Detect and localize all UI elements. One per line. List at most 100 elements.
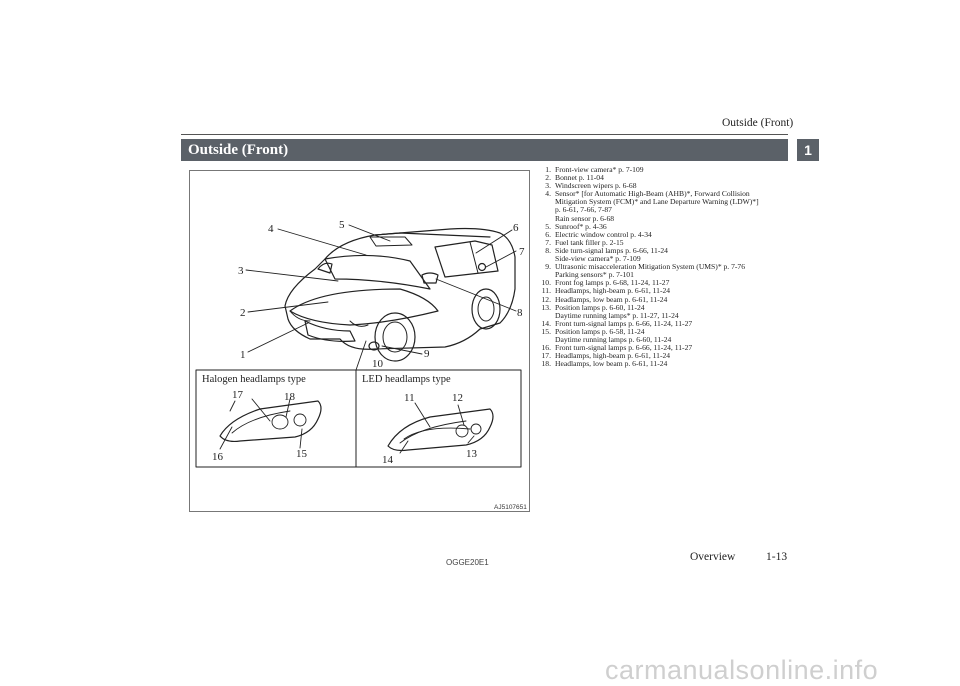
legend-item-line: p. 6-61, 7-66, 7-87	[555, 205, 612, 215]
legend-item: 11. Headlamps, high-beam p. 6-61, 11-24	[535, 287, 795, 295]
legend-item-line: Front-view camera* p. 7-109	[555, 165, 644, 174]
header-rule	[181, 134, 788, 135]
legend-item-number: 14.	[541, 318, 552, 328]
document-code: OGGE20E1	[446, 558, 489, 567]
footer-section: Overview	[690, 551, 736, 563]
legend-item-text: Front-view camera* p. 7-109	[555, 165, 795, 174]
legend-item-text: Bonnet p. 11-04	[555, 173, 795, 183]
legend-item: 16.Front turn-signal lamps p. 6-66, 11-2…	[535, 343, 795, 353]
rear-wheel	[471, 288, 501, 330]
legend-item-line: Daytime running lamps* p. 11-27, 11-24	[555, 310, 679, 320]
leader-line-3	[245, 269, 339, 282]
chapter-tab: 1	[797, 139, 819, 161]
inset-frame	[195, 369, 522, 468]
callout-9: 9	[424, 348, 430, 360]
vehicle-illustration: 1 2 3 4 5 6 7 8 9 10 11 12 13 14 15 16 1…	[189, 170, 530, 512]
legend-item-text: Front fog lamps p. 6-68, 11-24, 11-27	[555, 279, 795, 287]
legend-item-number: 1.	[545, 165, 551, 174]
callout-1: 1	[240, 349, 246, 361]
legend-item-number: 6.	[545, 229, 551, 239]
legend-item-text: Headlamps, high-beam p. 6-61, 11-24	[555, 352, 795, 360]
legend-item-line: Side turn-signal lamps p. 6-66, 11-24	[555, 245, 668, 255]
legend-item-number: 9.	[545, 262, 551, 272]
legend-item-line: Position lamps p. 6-60, 11-24	[555, 302, 645, 312]
sunroof	[369, 236, 413, 247]
legend-item: 3.Windscreen wipers p. 6-68	[535, 182, 795, 190]
side-windows	[434, 240, 499, 278]
legend-item: 18.Headlamps, low beam p. 6-61, 11-24	[535, 360, 795, 368]
fuel-filler	[477, 262, 487, 272]
legend-item-number: 15.	[541, 326, 552, 336]
callout-2: 2	[240, 307, 246, 319]
legend-item-text: Fuel tank filler p. 2-15	[555, 238, 795, 247]
callout-15: 15	[296, 448, 308, 460]
legend-item-line: Headlamps, high-beam p. 6-61, 11-24	[555, 351, 671, 361]
watermark: carmanualsonline.info	[605, 655, 879, 685]
halogen-caption: Halogen headlamps type	[202, 374, 306, 385]
callout-16: 16	[212, 451, 224, 463]
legend-item-text: Electric window control p. 4-34	[555, 230, 795, 239]
legend-item-number: 12.	[541, 294, 552, 304]
legend-item: 1. Front-view camera* p. 7-109	[535, 165, 795, 174]
callout-3: 3	[238, 265, 244, 277]
led-headlamp	[387, 408, 494, 452]
callout-8: 8	[517, 307, 523, 319]
front-grille	[304, 320, 356, 342]
legend-item-line: Front turn-signal lamps p. 6-66, 11-24, …	[555, 318, 693, 328]
legend-item-line: Mitigation System (FCM)* and Lane Depart…	[555, 197, 759, 207]
callout-4: 4	[268, 223, 274, 235]
legend-item-number: 17.	[541, 351, 552, 361]
callout-13: 13	[466, 448, 478, 460]
callout-10: 10	[372, 358, 384, 370]
legend-item-line: Bonnet p. 11-04	[555, 173, 604, 183]
legend-item: 6. Electric window control p. 4-34	[535, 229, 795, 239]
legend-item-number: 5.	[545, 221, 551, 231]
legend-item-number: 18.	[541, 359, 552, 369]
fog-lamp	[368, 341, 380, 351]
led-caption: LED headlamps type	[362, 374, 451, 385]
callout-5: 5	[339, 219, 345, 231]
legend-item: 7.Fuel tank filler p. 2-15	[535, 238, 795, 247]
leader-line-8	[435, 278, 517, 312]
running-header: Outside (Front)	[722, 117, 794, 129]
roofline	[374, 232, 491, 238]
legend-item-line: Rain sensor p. 6-68	[555, 213, 615, 223]
legend-item-number: 13.	[541, 302, 552, 312]
legend-item-text: Headlamps, low beam p. 6-61, 11-24	[555, 360, 795, 368]
legend-item-number: 4.	[545, 189, 551, 199]
legend-item-line: Headlamps, low beam p. 6-61, 11-24	[555, 294, 668, 304]
halogen-headlamp	[219, 400, 322, 443]
legend-item-line: Windscreen wipers p. 6-68	[555, 181, 637, 191]
figure-code: AJ5107651	[494, 504, 527, 511]
legend-item-line: Sunroof* p. 4-36	[555, 221, 607, 231]
legend-item-number: 16.	[541, 343, 552, 353]
bonnet	[289, 288, 439, 326]
callout-7: 7	[519, 246, 525, 258]
callout-17: 17	[232, 389, 244, 401]
legend-item: 10.Front fog lamps p. 6-68, 11-24, 11-27	[535, 279, 795, 287]
legend-item: 9.Ultrasonic misacceleration Mitigation …	[535, 263, 795, 279]
legend-item: 5. Sunroof* p. 4-36	[535, 221, 795, 231]
page-title: Outside (Front)	[188, 142, 289, 158]
front-wheel	[374, 312, 416, 362]
leader-line-7	[485, 250, 517, 268]
legend-item-number: 11.	[541, 286, 551, 296]
legend-item: 2. Bonnet p. 11-04	[535, 173, 795, 183]
car-body-outline	[284, 227, 516, 350]
legend-item: 4.Sensor* [for Automatic High-Beam (AHB)…	[535, 190, 795, 222]
legend-item-line: Headlamps, high-beam p. 6-61, 11-24	[555, 286, 671, 296]
page-number: 1-13	[766, 551, 788, 563]
legend-item: 14.Front turn-signal lamps p. 6-66, 11-2…	[535, 318, 795, 328]
side-mirror-left	[317, 262, 333, 274]
legend-item-text: Sunroof* p. 4-36	[555, 221, 795, 231]
legend-item-number: 2.	[545, 173, 551, 183]
legend-item-text: Windscreen wipers p. 6-68	[555, 182, 795, 190]
vehicle-drawing: 1 2 3 4 5 6 7 8 9 10 11 12 13 14 15 16 1…	[195, 219, 527, 511]
legend-item: 17.Headlamps, high-beam p. 6-61, 11-24	[535, 352, 795, 360]
